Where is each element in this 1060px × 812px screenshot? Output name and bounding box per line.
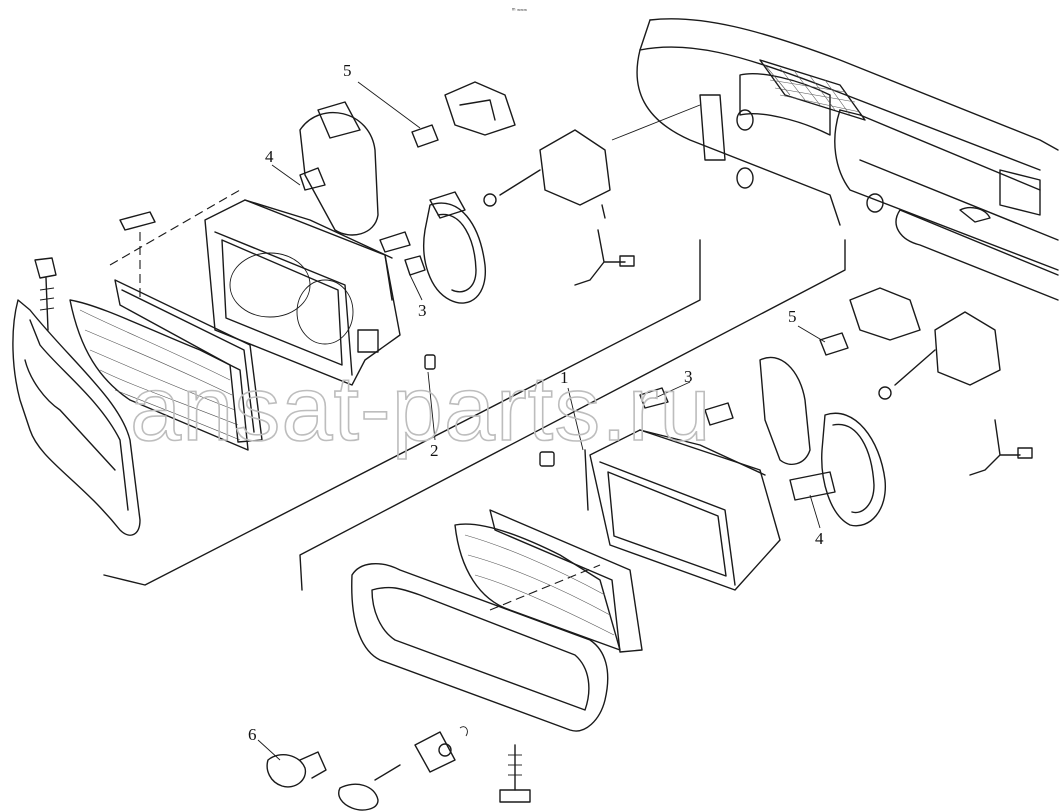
right-headlamp-assembly [351, 287, 1033, 732]
callout-6: 6 [248, 725, 257, 744]
callout-4-left: 4 [265, 147, 274, 166]
callout-1: 1 [560, 368, 569, 387]
bottom-small-parts [266, 726, 531, 811]
callout-3-right: 3 [684, 367, 693, 386]
callout-numbers: 5 4 3 2 1 3 5 4 6 [248, 61, 824, 744]
leader-lines [257, 81, 826, 761]
callout-2: 2 [430, 441, 439, 460]
callout-4-right: 4 [815, 529, 824, 548]
callout-3-left: 3 [418, 301, 427, 320]
callout-5-left: 5 [343, 61, 352, 80]
left-headlamp-assembly [12, 81, 635, 536]
assembly-bracket-lines [103, 104, 846, 611]
watermark-text: ansat-parts.ru [130, 358, 712, 460]
callout-5-right: 5 [788, 307, 797, 326]
header-mark: ᵐ ≈≈≈ [512, 8, 528, 14]
vehicle-front-body [636, 18, 1059, 301]
